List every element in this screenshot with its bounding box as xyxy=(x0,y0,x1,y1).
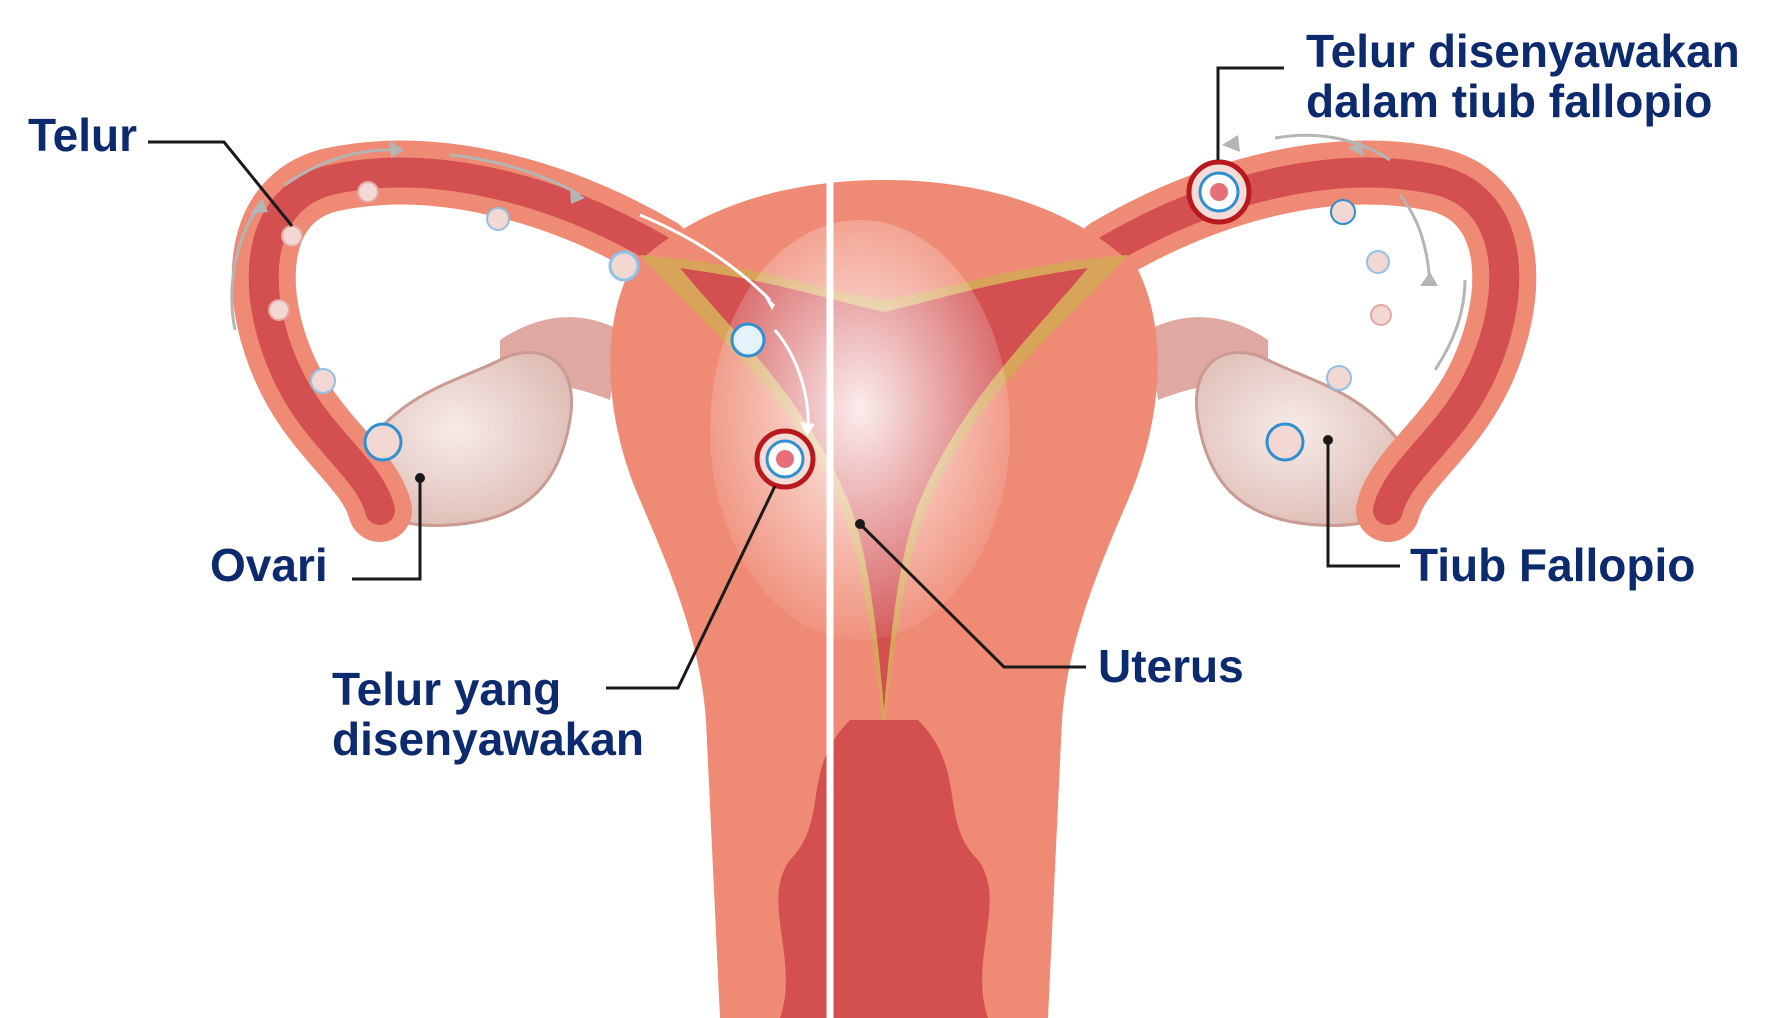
label-egg: Telur xyxy=(28,110,137,160)
label-fertilized-in-tube: Telur disenyawakan dalam tiub fallopio xyxy=(1306,26,1740,126)
label-fertilized-in-tube-line1: Telur disenyawakan xyxy=(1306,26,1740,76)
egg xyxy=(282,226,302,246)
egg xyxy=(487,208,509,230)
cavity-glow xyxy=(710,220,1010,640)
label-fertilized-egg-line2: disenyawakan xyxy=(332,714,644,764)
egg xyxy=(311,369,335,393)
egg xyxy=(732,324,764,356)
label-fallopian-tube: Tiub Fallopio xyxy=(1410,540,1695,590)
label-ovary: Ovari xyxy=(210,540,328,590)
label-fertilized-in-tube-line2: dalam tiub fallopio xyxy=(1306,76,1740,126)
label-egg-text: Telur xyxy=(28,110,137,160)
fertilized-egg-uterus-highlight xyxy=(757,431,813,487)
egg xyxy=(1367,251,1389,273)
label-fertilized-egg: Telur yang disenyawakan xyxy=(332,664,644,764)
egg xyxy=(1267,424,1303,460)
egg xyxy=(1331,200,1355,224)
egg xyxy=(1371,305,1391,325)
label-uterus: Uterus xyxy=(1098,641,1244,691)
egg xyxy=(610,252,638,280)
label-uterus-text: Uterus xyxy=(1098,641,1244,691)
fertilized-egg-tube-highlight xyxy=(1189,162,1249,222)
egg xyxy=(358,182,378,202)
egg xyxy=(1327,366,1351,390)
egg xyxy=(269,300,289,320)
egg xyxy=(365,424,401,460)
label-ovary-text: Ovari xyxy=(210,540,328,590)
label-fertilized-egg-line1: Telur yang xyxy=(332,664,644,714)
label-fallopian-tube-text: Tiub Fallopio xyxy=(1410,540,1695,590)
